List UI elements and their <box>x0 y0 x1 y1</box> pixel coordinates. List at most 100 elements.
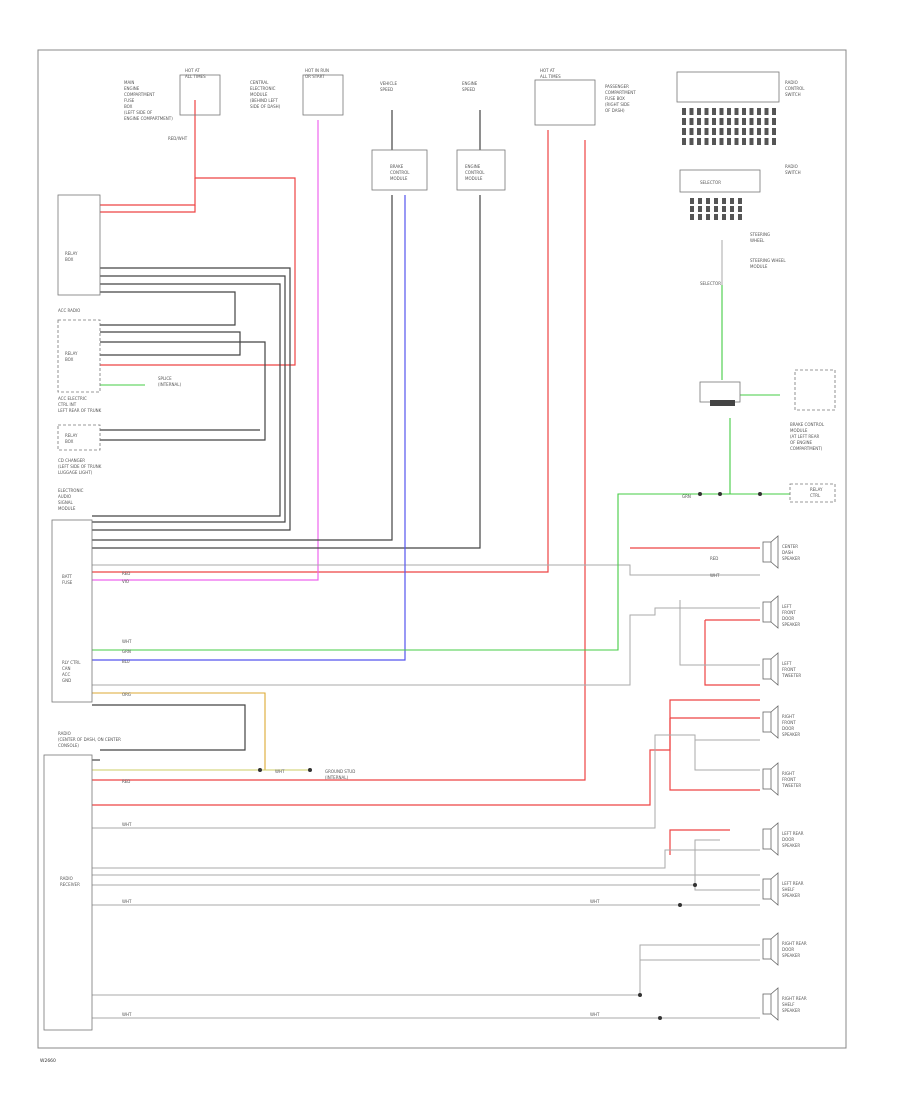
speaker-label: LEFT <box>782 661 792 666</box>
switch-pin <box>712 138 716 145</box>
speaker-label: RIGHT REAR <box>782 996 807 1001</box>
svg-text:MAIN: MAIN <box>124 80 134 85</box>
svg-text:WHT: WHT <box>275 769 285 774</box>
hot-fuse-box-right: HOT AT ALL TIMES PASSENGER COMPARTMENT F… <box>534 68 636 126</box>
speaker-body <box>762 711 772 733</box>
svg-text:HOT AT: HOT AT <box>185 68 200 73</box>
speaker-cone <box>770 987 779 1021</box>
speaker-label: SPEAKER <box>782 893 800 898</box>
switch-pin <box>764 128 769 135</box>
switch-pin <box>712 128 716 135</box>
green-wires <box>92 285 790 651</box>
speaker-cone <box>770 872 779 906</box>
steering-pin <box>730 198 734 204</box>
svg-text:GRN: GRN <box>122 649 131 654</box>
radio-receiver: RADIO (CENTER OF DASH, ON CENTER CONSOLE… <box>43 731 121 1031</box>
speaker-label: DOOR <box>782 726 794 731</box>
svg-text:WHT: WHT <box>122 1012 132 1017</box>
svg-text:RED/WHT: RED/WHT <box>168 136 188 141</box>
speaker-label: FRONT <box>782 777 796 782</box>
svg-text:BOX: BOX <box>65 439 74 444</box>
svg-text:ENGINE COMPARTMENT): ENGINE COMPARTMENT) <box>124 116 173 121</box>
switch-pin <box>757 138 761 145</box>
audio-amplifier-module: ELECTRONIC AUDIO SIGNAL MODULE BATT FUSE… <box>51 488 93 703</box>
svg-text:WHT: WHT <box>122 822 132 827</box>
speaker-label: FRONT <box>782 667 796 672</box>
speaker-label: TWEETER <box>781 783 801 788</box>
switch-pin <box>719 138 724 145</box>
steering-pin <box>738 198 742 204</box>
steering-pin <box>738 206 742 212</box>
svg-text:STEERING: STEERING <box>750 232 770 237</box>
speaker-label: CENTER <box>782 544 798 549</box>
svg-text:MODULE: MODULE <box>750 264 768 269</box>
switch-pin <box>727 138 731 145</box>
minor-labels <box>258 492 762 1020</box>
speaker-cone <box>770 535 779 569</box>
switch-pin <box>697 118 701 125</box>
splice-dot <box>698 492 702 496</box>
steering-pin <box>722 198 726 204</box>
svg-text:CONTROL: CONTROL <box>390 170 410 175</box>
diagram-code: W2660 <box>40 1058 56 1064</box>
switch-pin <box>757 118 761 125</box>
steering-pin <box>698 206 702 212</box>
svg-text:RELAY: RELAY <box>65 351 78 356</box>
svg-text:COMPARTMENT: COMPARTMENT <box>124 92 155 97</box>
svg-text:SIDE OF DASH): SIDE OF DASH) <box>250 104 281 109</box>
speaker-label: RIGHT <box>782 714 795 719</box>
steering-pin <box>690 206 694 212</box>
svg-text:WHT: WHT <box>122 899 132 904</box>
switch-pin <box>719 108 724 115</box>
wire-labels: RED VIO WHT GRN BLU ORG RED WHT WHT WHT … <box>122 376 720 1017</box>
splice-dot <box>308 768 312 772</box>
svg-text:RED: RED <box>122 571 130 576</box>
switch-pin <box>772 128 776 135</box>
svg-text:WHT: WHT <box>122 639 132 644</box>
gray-wires <box>92 240 760 1019</box>
speaker-label: RIGHT REAR <box>782 941 807 946</box>
speaker-cone <box>770 652 779 686</box>
svg-text:ELECTRONIC: ELECTRONIC <box>58 488 84 493</box>
svg-text:BATT: BATT <box>62 574 73 579</box>
svg-text:(AT LEFT REAR: (AT LEFT REAR <box>790 434 819 439</box>
switch-pin <box>764 108 769 115</box>
svg-text:BOX: BOX <box>65 357 74 362</box>
switch-pin <box>682 128 686 135</box>
svg-text:SIGNAL: SIGNAL <box>58 500 74 505</box>
pink-wires <box>92 120 319 581</box>
speaker-cone <box>770 822 779 856</box>
steering-pin <box>722 214 726 220</box>
svg-text:CONSOLE): CONSOLE) <box>58 743 79 748</box>
svg-text:ACC: ACC <box>62 672 70 677</box>
svg-text:FUSE: FUSE <box>62 580 73 585</box>
speaker-label: SPEAKER <box>782 953 800 958</box>
steering-pin <box>714 214 718 220</box>
svg-text:BOX: BOX <box>65 257 74 262</box>
speaker-label: LEFT REAR <box>782 831 804 836</box>
svg-text:ENGINE: ENGINE <box>124 86 140 91</box>
svg-text:WHT: WHT <box>590 899 600 904</box>
speaker-cone <box>770 595 779 629</box>
svg-text:RED: RED <box>122 779 130 784</box>
svg-text:PASSENGER: PASSENGER <box>605 84 629 89</box>
steering-pin <box>722 206 726 212</box>
svg-text:ELECTRONIC: ELECTRONIC <box>250 86 276 91</box>
svg-text:BRAKE: BRAKE <box>390 164 404 169</box>
svg-text:RADIO: RADIO <box>785 80 798 85</box>
svg-text:CENTRAL: CENTRAL <box>250 80 269 85</box>
svg-text:CD CHANGER: CD CHANGER <box>58 458 85 463</box>
svg-text:ACC ELECTRIC: ACC ELECTRIC <box>58 396 87 401</box>
switch-pin <box>757 108 761 115</box>
svg-text:STEERING WHEEL: STEERING WHEEL <box>750 258 786 263</box>
svg-text:FUSE BOX: FUSE BOX <box>605 96 625 101</box>
svg-text:RADIO: RADIO <box>60 876 73 881</box>
steering-pin <box>698 198 702 204</box>
switch-pin <box>697 128 701 135</box>
switch-pin <box>749 108 754 115</box>
speaker-body <box>762 601 772 623</box>
